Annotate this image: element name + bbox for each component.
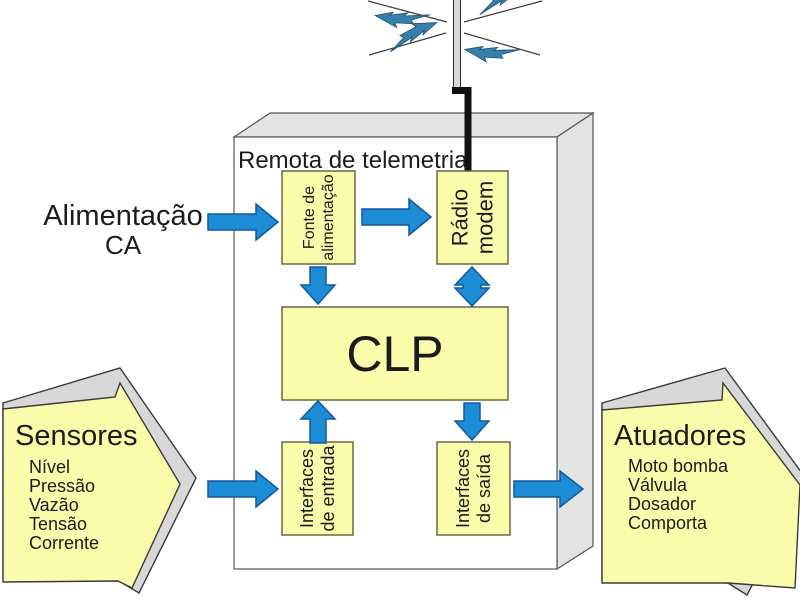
actuators-block-arrow	[601, 381, 800, 589]
sensors-list: Nível Pressão Vazão Tensão Corrente	[29, 458, 99, 553]
sensor-item: Corrente	[29, 533, 100, 553]
arrow-sensors-in	[207, 469, 280, 509]
power-source-label-line2: CA	[104, 230, 142, 260]
power-source-label: Alimentação CA	[33, 201, 213, 259]
actuator-item: Comporta	[628, 513, 708, 533]
arrow-input-to-clp	[299, 399, 337, 444]
arrow-radio-clp-bidirectional	[453, 265, 491, 308]
output-interface-label: Interfaces de saída	[452, 448, 494, 529]
power-supply-label: Fonte de alimentação	[300, 174, 337, 261]
sensors-title: Sensores	[15, 420, 138, 452]
actuators-title: Atuadores	[614, 420, 747, 452]
output-interface-box	[436, 441, 511, 536]
lightning-bolt-icon	[473, 0, 532, 16]
sensors-block-arrow	[2, 381, 181, 589]
arrow-power-in	[207, 202, 280, 242]
actuator-item: Moto bomba	[628, 456, 729, 476]
cabinet-top-face	[232, 112, 595, 138]
radio-modem-label: Rádio modem	[447, 180, 497, 255]
arrow-output-to-actuators	[513, 469, 585, 509]
antenna-cable	[452, 87, 472, 172]
sensor-item: Pressão	[29, 476, 96, 496]
actuators-list: Moto bomba Válvula Dosador Comporta	[628, 457, 728, 533]
antenna-mast-icon	[453, 0, 461, 92]
lightning-bolt-icon	[462, 34, 521, 71]
arrow-power-to-clp	[299, 266, 337, 306]
clp-box	[281, 306, 509, 401]
radio-modem-box	[436, 170, 509, 265]
input-interface-box	[281, 441, 354, 536]
actuator-item: Dosador	[628, 494, 697, 514]
clp-label: CLP	[346, 325, 444, 382]
power-source-label-line1: Alimentação	[43, 200, 203, 232]
arrow-power-to-radio	[361, 197, 433, 237]
cabinet-title: Remota de telemetria	[238, 147, 468, 174]
radio-wave-lines	[367, 0, 543, 56]
power-supply-box	[281, 170, 356, 265]
input-interface-label: Interfaces de entrada	[296, 445, 338, 532]
actuator-item: Válvula	[628, 475, 688, 495]
sensor-item: Nível	[29, 457, 71, 477]
sensor-item: Tensão	[29, 514, 88, 534]
sensor-item: Vazão	[29, 495, 79, 515]
arrow-clp-to-output	[453, 402, 491, 442]
